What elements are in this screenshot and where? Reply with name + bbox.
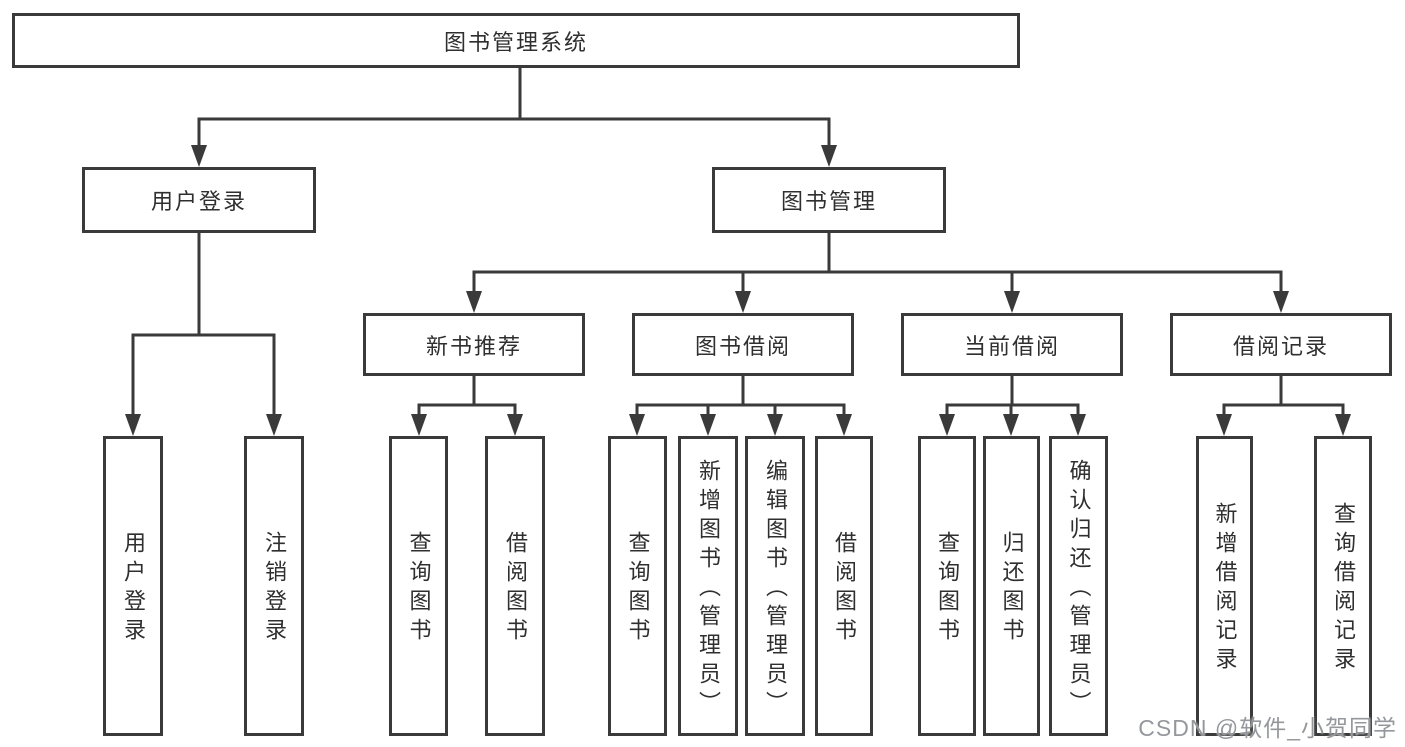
node-new-book-recommend: 新书推荐 [363, 313, 585, 376]
leaf-add-borrow-record: 新增借阅记录 [1196, 436, 1253, 736]
leaf-borrow-books-recommend: 借阅图书 [485, 436, 545, 736]
leaf-query-books-borrowing: 查询图书 [608, 436, 667, 736]
node-borrowing-records: 借阅记录 [1170, 313, 1392, 376]
leaf-borrow-books-borrowing: 借阅图书 [815, 436, 873, 736]
node-user-login-branch: 用户登录 [82, 167, 316, 233]
leaf-logout: 注销登录 [244, 436, 304, 736]
node-current-borrowing: 当前借阅 [901, 313, 1123, 376]
leaf-add-book-admin: 新增图书（管理员） [678, 436, 738, 736]
node-book-borrowing: 图书借阅 [632, 313, 854, 376]
leaf-return-books: 归还图书 [983, 436, 1040, 736]
leaf-edit-book-admin: 编辑图书（管理员） [745, 436, 805, 736]
leaf-confirm-return-admin: 确认归还（管理员） [1049, 436, 1108, 736]
leaf-user-login: 用户登录 [103, 436, 163, 736]
node-library-management-system: 图书管理系统 [12, 13, 1020, 68]
leaf-query-books-recommend: 查询图书 [389, 436, 448, 736]
leaf-query-books-current: 查询图书 [918, 436, 976, 736]
node-book-management-branch: 图书管理 [712, 167, 946, 233]
leaf-query-borrow-record: 查询借阅记录 [1314, 436, 1372, 736]
